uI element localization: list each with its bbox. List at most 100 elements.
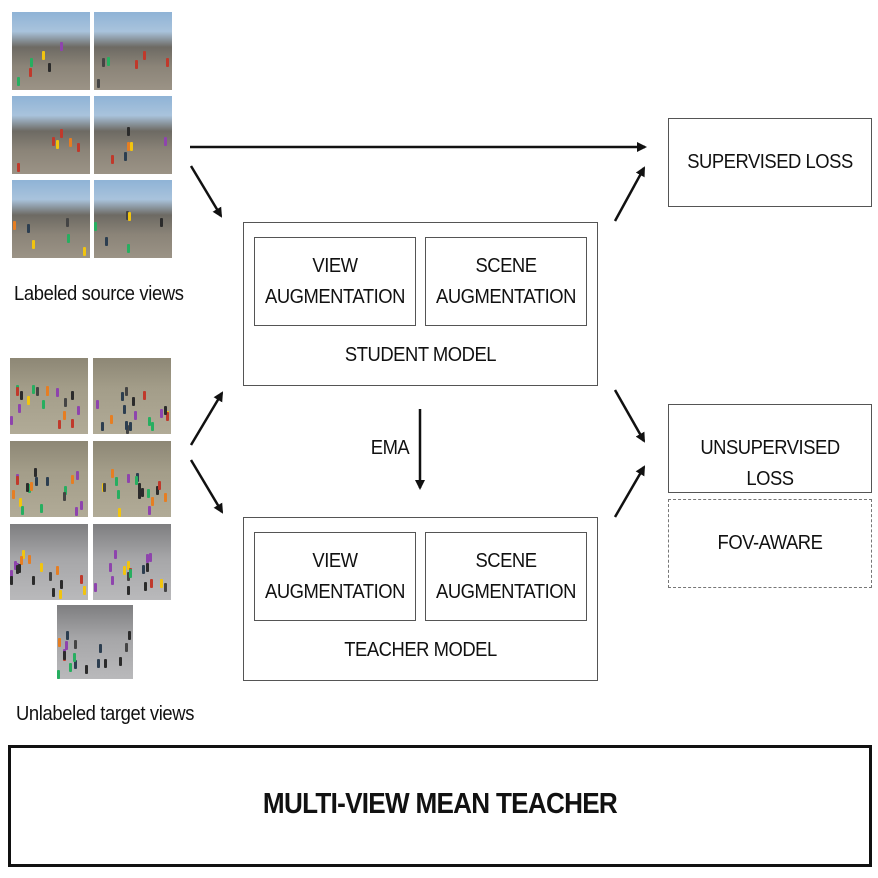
person-figure xyxy=(28,555,31,564)
person-figure xyxy=(13,221,16,230)
person-figure xyxy=(20,556,23,565)
person-figure xyxy=(20,391,23,400)
person-figure xyxy=(127,244,130,253)
person-figure xyxy=(12,490,15,499)
person-figure xyxy=(85,665,88,674)
person-figure xyxy=(143,391,146,400)
person-figure xyxy=(127,586,130,595)
person-figure xyxy=(30,482,33,491)
person-figure xyxy=(29,68,32,77)
person-figure xyxy=(103,483,106,492)
person-figure xyxy=(63,492,66,501)
person-figure xyxy=(138,490,141,499)
teacher-view-augmentation-label: VIEW AUGMENTATION xyxy=(265,550,405,603)
person-figure xyxy=(138,483,141,492)
person-figure xyxy=(151,422,154,431)
teacher-scene-augmentation-label: SCENE AUGMENTATION xyxy=(436,550,576,603)
person-figure xyxy=(16,387,19,396)
target-to-student-arrow xyxy=(189,391,224,446)
person-figure xyxy=(128,212,131,221)
person-figure xyxy=(109,563,112,572)
person-figure xyxy=(26,483,29,492)
student-view-augmentation-box xyxy=(254,237,416,326)
person-figure xyxy=(66,631,69,640)
person-figure xyxy=(147,489,150,498)
person-figure xyxy=(40,504,43,513)
person-figure xyxy=(166,58,169,67)
person-figure xyxy=(156,486,159,495)
person-figure xyxy=(32,576,35,585)
person-figure xyxy=(127,127,130,136)
person-figure xyxy=(111,576,114,585)
source-view-image xyxy=(94,180,172,258)
source-to-student-arrow xyxy=(189,165,223,218)
person-figure xyxy=(75,507,78,516)
supervised-loss-box xyxy=(668,118,872,207)
person-figure xyxy=(146,554,149,563)
person-figure xyxy=(96,400,99,409)
person-figure xyxy=(63,411,66,420)
person-figure xyxy=(107,57,110,66)
person-figure xyxy=(21,506,24,515)
person-figure xyxy=(80,501,83,510)
person-figure xyxy=(101,422,104,431)
person-figure xyxy=(164,493,167,502)
source-view-image xyxy=(94,12,172,90)
unsupervised-loss-label: UNSUPERVISED LOSS xyxy=(700,437,840,490)
person-figure xyxy=(18,564,21,573)
teacher-model-title: TEACHER MODEL xyxy=(344,639,497,661)
person-figure xyxy=(65,641,68,650)
person-figure xyxy=(10,570,13,579)
person-figure xyxy=(60,580,63,589)
person-figure xyxy=(71,391,74,400)
person-figure xyxy=(19,498,22,507)
person-figure xyxy=(17,77,20,86)
person-figure xyxy=(69,138,72,147)
person-figure xyxy=(27,396,30,405)
person-figure xyxy=(30,58,33,67)
person-figure xyxy=(110,415,113,424)
person-figure xyxy=(115,477,118,486)
person-figure xyxy=(119,657,122,666)
target-view-image xyxy=(10,524,88,600)
person-figure xyxy=(117,490,120,499)
fov-aware-label: FOV-AWARE xyxy=(717,532,823,554)
person-figure xyxy=(128,631,131,640)
person-figure xyxy=(56,388,59,397)
person-figure xyxy=(130,142,133,151)
person-figure xyxy=(32,240,35,249)
person-figure xyxy=(42,51,45,60)
person-figure xyxy=(150,579,153,588)
person-figure xyxy=(151,497,154,506)
person-figure xyxy=(134,411,137,420)
person-figure xyxy=(127,474,130,483)
person-figure xyxy=(166,412,169,421)
person-figure xyxy=(73,653,76,662)
person-figure xyxy=(42,400,45,409)
person-figure xyxy=(94,222,97,231)
person-figure xyxy=(60,42,63,51)
person-figure xyxy=(14,561,17,570)
person-figure xyxy=(148,417,151,426)
person-figure xyxy=(123,405,126,414)
person-figure xyxy=(125,421,128,430)
person-figure xyxy=(77,143,80,152)
target-view-image xyxy=(93,524,171,600)
person-figure xyxy=(144,582,147,591)
person-figure xyxy=(132,397,135,406)
person-figure xyxy=(58,420,61,429)
person-figure xyxy=(17,163,20,172)
person-figure xyxy=(102,58,105,67)
person-figure xyxy=(63,651,66,660)
person-figure xyxy=(126,211,129,220)
target-view-image xyxy=(10,441,88,517)
fov-aware-box xyxy=(668,499,872,588)
source-views-caption: Labeled source views xyxy=(14,283,184,305)
student-scene-augmentation-label: SCENE AUGMENTATION xyxy=(436,255,576,308)
ema-label: EMA xyxy=(370,437,410,459)
person-figure xyxy=(71,475,74,484)
person-figure xyxy=(36,387,39,396)
person-figure xyxy=(74,660,77,669)
person-figure xyxy=(56,566,59,575)
person-figure xyxy=(83,586,86,595)
